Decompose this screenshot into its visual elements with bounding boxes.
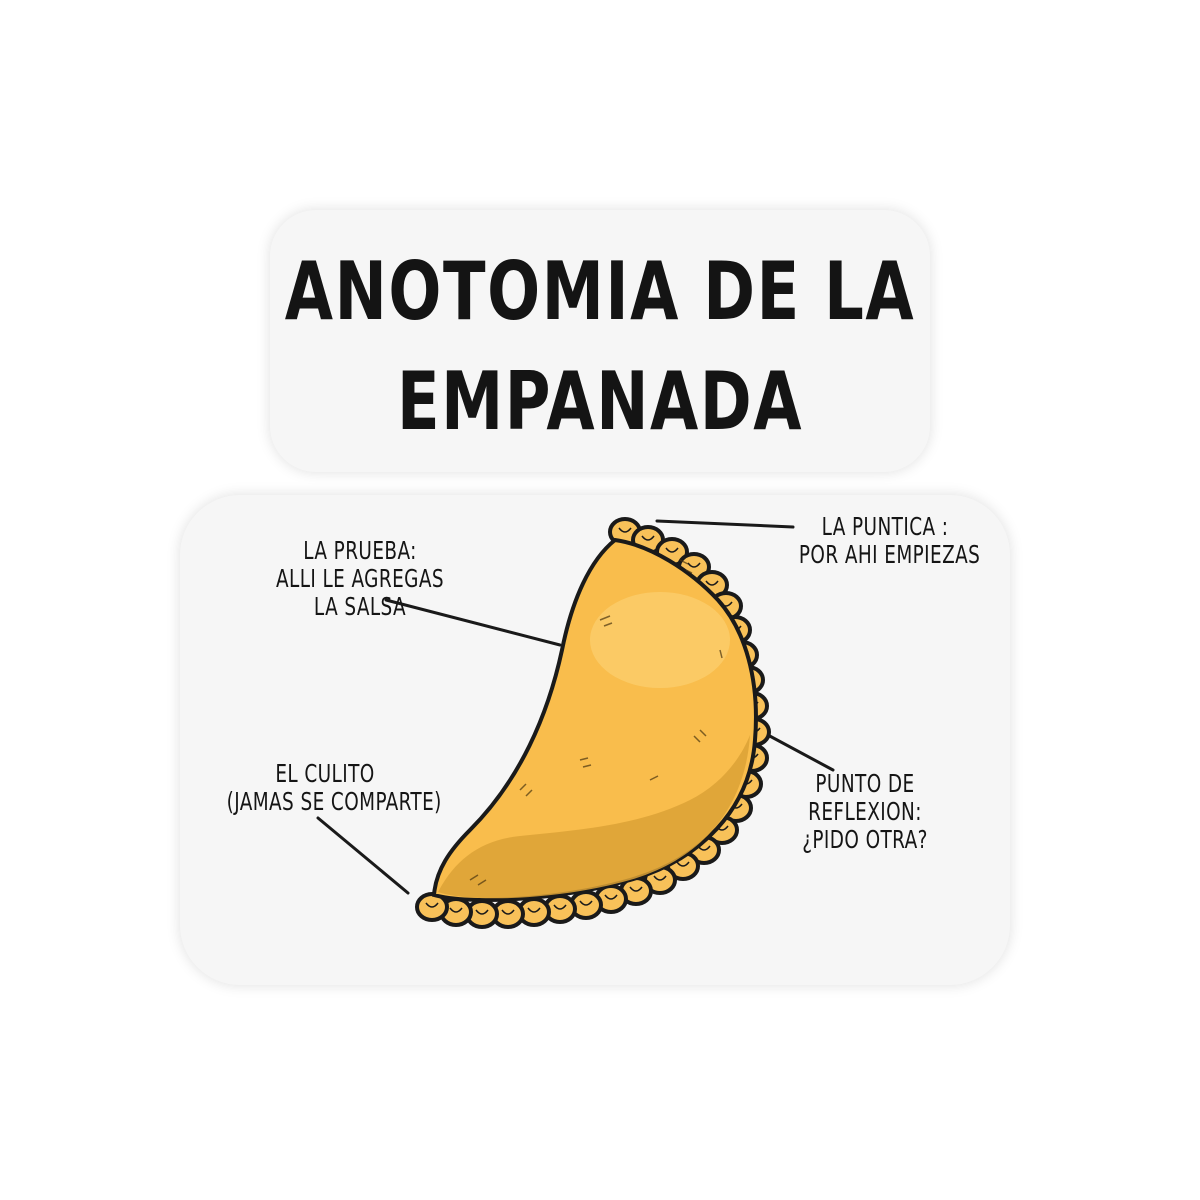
- label-reflexion-line-3: ¿PIDO OTRA?: [802, 825, 928, 854]
- crimp-fold-line: [501, 909, 515, 915]
- label-puntica-line-1: LA PUNTICA :: [821, 512, 949, 541]
- label-puntica-line-2: POR AHI EMPIEZAS: [798, 540, 981, 569]
- crimp-fold-line: [629, 886, 643, 892]
- label-culito: EL CULITO (JAMAS SE COMPARTE): [226, 759, 442, 816]
- crimp-fold-line: [579, 900, 593, 906]
- title-line-2: EMPANADA: [396, 355, 804, 448]
- label-prueba-line-2: ALLI LE AGREGAS: [275, 564, 444, 593]
- label-reflexion-line-2: REFLEXION:: [808, 797, 922, 826]
- leader-line-prueba: [384, 598, 562, 647]
- crimp-fold-line: [665, 547, 679, 553]
- empanada-highlight: [590, 592, 730, 688]
- crimp-fold-line: [449, 907, 463, 913]
- label-culito-line-1: EL CULITO: [275, 759, 375, 788]
- leader-line-puntica: [655, 519, 795, 529]
- title-sticker-bg: [270, 210, 930, 472]
- crimp-fold-line: [641, 535, 655, 541]
- crimp-fold-line: [676, 861, 690, 867]
- crimp-fold-line: [553, 904, 567, 910]
- label-reflexion-line-1: PUNTO DE: [815, 769, 915, 798]
- label-culito-line-2: (JAMAS SE COMPARTE): [226, 787, 442, 816]
- crimp-fold-line: [425, 902, 439, 908]
- label-prueba-line-3: LA SALSA: [313, 592, 407, 621]
- crimp-fold-line: [604, 894, 618, 900]
- label-puntica: LA PUNTICA : POR AHI EMPIEZAS: [798, 512, 981, 569]
- crimp-fold-line: [475, 909, 489, 915]
- empanada-shadow: [438, 735, 750, 899]
- leader-line-culito: [316, 816, 410, 895]
- leader-line-reflexion: [764, 732, 835, 772]
- leader-lines: [316, 519, 835, 895]
- label-reflexion: PUNTO DE REFLEXION: ¿PIDO OTRA?: [795, 770, 934, 854]
- crimp-fold-line: [618, 527, 632, 533]
- crimp-fold-line: [687, 562, 701, 568]
- label-prueba: LA PRUEBA: ALLI LE AGREGAS LA SALSA: [270, 537, 450, 621]
- crimp-fold-line: [653, 875, 667, 881]
- crimp-fold-line: [705, 580, 719, 586]
- title-line-1: ANOTOMIA DE LA: [284, 245, 916, 338]
- label-prueba-line-1: LA PRUEBA:: [303, 536, 417, 565]
- empanada-texture: [469, 559, 723, 886]
- crimp-fold-line: [527, 907, 541, 913]
